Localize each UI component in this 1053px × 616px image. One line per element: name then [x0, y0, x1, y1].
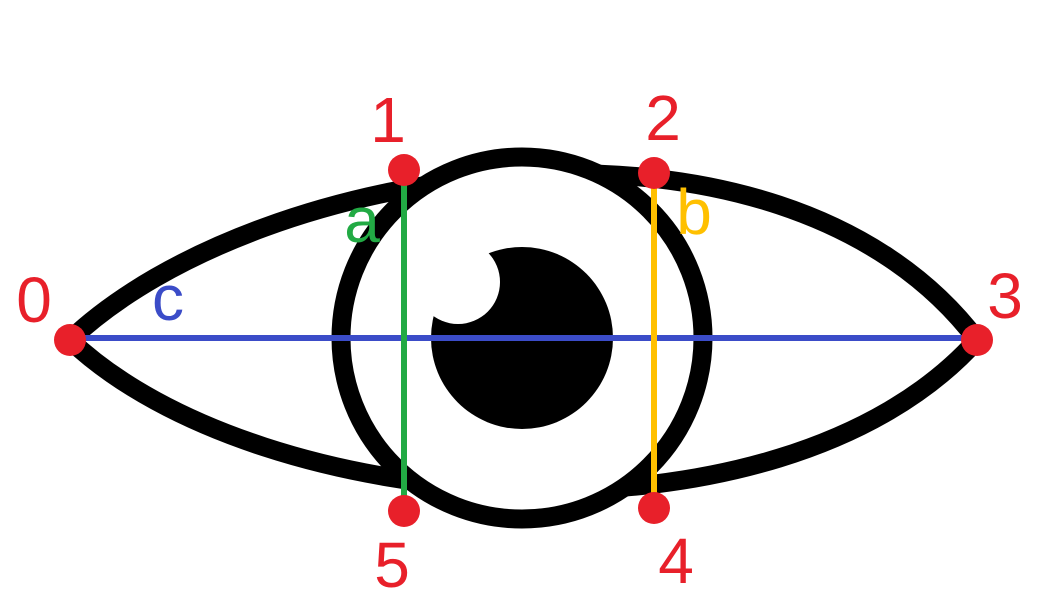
distance-label-a: a: [344, 184, 380, 256]
landmark-point-5: [388, 495, 420, 527]
landmark-point-2: [638, 157, 670, 189]
landmark-point-4: [638, 492, 670, 524]
landmark-point-0: [54, 324, 86, 356]
distance-label-b: b: [676, 176, 712, 248]
landmark-label-0: 0: [16, 264, 52, 336]
landmark-label-2: 2: [645, 82, 681, 154]
distance-label-c: c: [152, 262, 184, 334]
landmark-label-1: 1: [370, 84, 406, 156]
landmark-label-5: 5: [374, 529, 410, 601]
landmark-point-1: [388, 154, 420, 186]
landmark-label-4: 4: [658, 525, 694, 597]
pupil-highlight: [416, 240, 500, 324]
landmark-label-3: 3: [987, 260, 1023, 332]
landmark-point-3: [961, 324, 993, 356]
